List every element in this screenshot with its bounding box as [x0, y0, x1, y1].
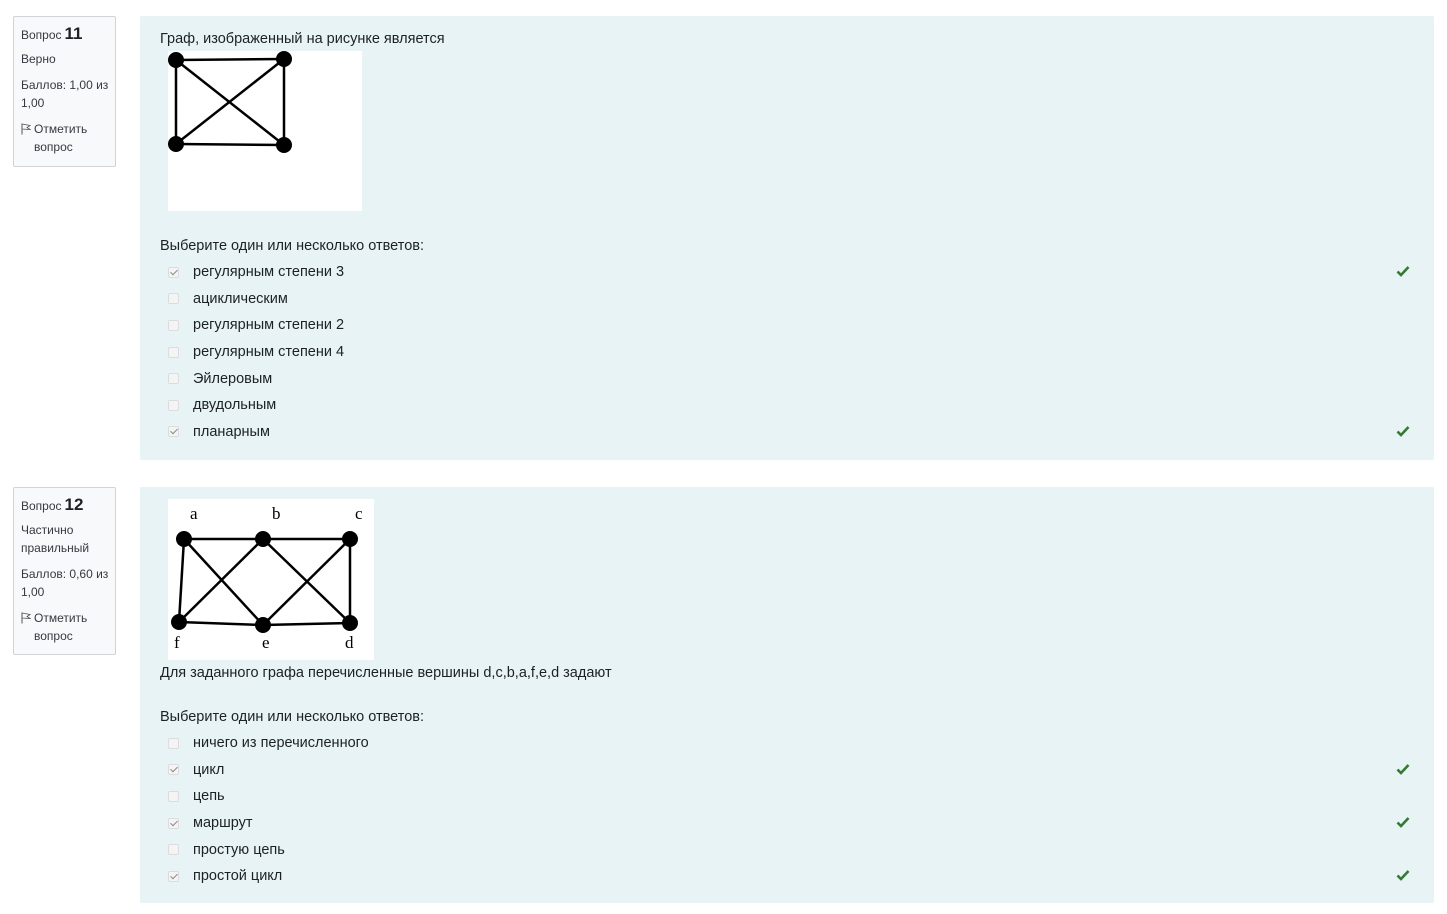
answer-checkbox[interactable]	[168, 737, 179, 749]
answer-option[interactable]: простую цепь	[168, 836, 1418, 863]
graph-vertex	[342, 531, 358, 547]
flag-label: Отметить вопрос	[34, 611, 88, 643]
vertex-label-d: d	[345, 633, 354, 652]
answer-checkbox[interactable]	[168, 426, 179, 438]
graph-edge	[175, 57, 285, 62]
vertex-label-b: b	[272, 504, 281, 523]
graph-edge	[262, 538, 351, 626]
question-content: a b c d e f Для заданного графа перечисл…	[140, 487, 1434, 903]
question-number: Вопрос 11	[21, 25, 109, 44]
graph-image	[168, 51, 292, 153]
answer-option[interactable]: двудольным	[168, 392, 1418, 419]
flag-question-link[interactable]: Отметить вопрос	[21, 120, 109, 156]
flag-question-link[interactable]: Отметить вопрос	[21, 609, 109, 645]
graph-figure: a b c d e f	[168, 499, 374, 660]
question-number-value: 11	[64, 24, 83, 43]
answer-checkbox[interactable]	[168, 790, 179, 802]
answer-option[interactable]: маршрут	[168, 810, 1418, 837]
answer-label[interactable]: цепь	[193, 788, 225, 805]
answer-option[interactable]: регулярным степени 4	[168, 339, 1418, 366]
answer-label[interactable]: ничего из перечисленного	[193, 735, 369, 752]
question-prefix: Вопрос	[21, 28, 62, 42]
answer-option[interactable]: планарным	[168, 419, 1418, 446]
answer-checkbox[interactable]	[168, 373, 179, 385]
answer-checkbox[interactable]	[168, 319, 179, 331]
question-prefix: Вопрос	[21, 499, 62, 513]
answer-checkbox[interactable]	[168, 346, 179, 358]
flag-icon	[21, 612, 31, 624]
question-state: Частично правильный	[21, 523, 90, 555]
graph-vertex	[276, 51, 292, 67]
answer-label[interactable]: регулярным степени 4	[193, 344, 345, 361]
answer-label[interactable]: простой цикл	[193, 868, 283, 885]
answer-option[interactable]: ничего из перечисленного	[168, 730, 1418, 757]
graph-edge	[175, 58, 285, 145]
check-icon	[1396, 425, 1410, 437]
answer-option[interactable]: Эйлеровым	[168, 365, 1418, 392]
answer-option[interactable]: регулярным степени 3	[168, 259, 1418, 286]
question-grade: Баллов: 1,00 из 1,00	[21, 78, 109, 110]
answer-label[interactable]: двудольным	[193, 397, 277, 414]
graph-vertex	[168, 136, 184, 152]
check-icon	[1396, 763, 1410, 775]
answer-label[interactable]: регулярным степени 2	[193, 317, 345, 334]
answer-option[interactable]: цепь	[168, 783, 1418, 810]
vertex-label-f: f	[174, 633, 180, 652]
graph-vertex	[342, 615, 358, 631]
question-grade: Баллов: 0,60 из 1,00	[21, 567, 109, 599]
graph-edge	[183, 538, 264, 626]
answer-checkbox[interactable]	[168, 764, 179, 776]
graph-edge	[175, 142, 285, 147]
graph-vertex	[255, 617, 271, 633]
vertex-label-e: e	[262, 633, 270, 652]
answer-prompt: Выберите один или несколько ответов:	[160, 709, 425, 725]
answer-label[interactable]: цикл	[193, 761, 225, 778]
answer-checkbox[interactable]	[168, 844, 179, 856]
graph-edge	[177, 538, 186, 623]
flag-icon	[21, 123, 31, 135]
question-text: Для заданного графа перечисленные вершин…	[160, 665, 612, 681]
graph-vertex	[255, 531, 271, 547]
answer-label[interactable]: Эйлеровым	[193, 370, 273, 387]
graph-image: a b c d e f	[171, 504, 363, 652]
question-state: Верно	[21, 52, 56, 66]
vertex-label-c: c	[355, 504, 363, 523]
question-number-value: 12	[64, 495, 84, 514]
question-number: Вопрос 12	[21, 496, 109, 515]
answer-label[interactable]: маршрут	[193, 815, 253, 832]
check-icon	[1396, 266, 1410, 277]
graph-vertex	[276, 137, 292, 153]
flag-label: Отметить вопрос	[34, 122, 88, 154]
answer-label[interactable]: планарным	[193, 423, 270, 440]
check-icon	[1396, 816, 1410, 828]
question-text: Граф, изображенный на рисунке является	[160, 31, 445, 47]
graph-edge	[262, 621, 351, 627]
graph-vertex	[168, 52, 184, 68]
answer-label[interactable]: регулярным степени 3	[193, 264, 345, 281]
answer-option[interactable]: цикл	[168, 757, 1418, 784]
answer-label[interactable]: ациклическим	[193, 290, 288, 307]
graph-edge	[178, 538, 264, 623]
graph-edge	[178, 620, 264, 627]
answer-checkbox[interactable]	[168, 870, 179, 882]
answer-prompt: Выберите один или несколько ответов:	[160, 238, 425, 254]
question-info: Вопрос 12 Частично правильный Баллов: 0,…	[13, 487, 116, 655]
answer-option[interactable]: простой цикл	[168, 863, 1418, 890]
answer-option[interactable]: регулярным степени 2	[168, 312, 1418, 339]
answer-checkbox[interactable]	[168, 293, 179, 305]
answer-list: ничего из перечисленного цикл цепь маршр…	[168, 730, 1418, 890]
vertex-label-a: a	[190, 504, 198, 523]
graph-vertex	[171, 614, 187, 630]
check-icon	[1396, 870, 1410, 881]
graph-vertex	[176, 531, 192, 547]
question-content: Граф, изображенный на рисунке является В…	[140, 16, 1434, 460]
answer-checkbox[interactable]	[168, 817, 179, 829]
answer-checkbox[interactable]	[168, 399, 179, 411]
answer-option[interactable]: ациклическим	[168, 286, 1418, 313]
answer-checkbox[interactable]	[168, 266, 179, 278]
answer-label[interactable]: простую цепь	[193, 841, 285, 858]
graph-figure	[168, 51, 362, 211]
answer-list: регулярным степени 3 ациклическим регуля…	[168, 259, 1418, 445]
question-info: Вопрос 11 Верно Баллов: 1,00 из 1,00 Отм…	[13, 16, 116, 167]
